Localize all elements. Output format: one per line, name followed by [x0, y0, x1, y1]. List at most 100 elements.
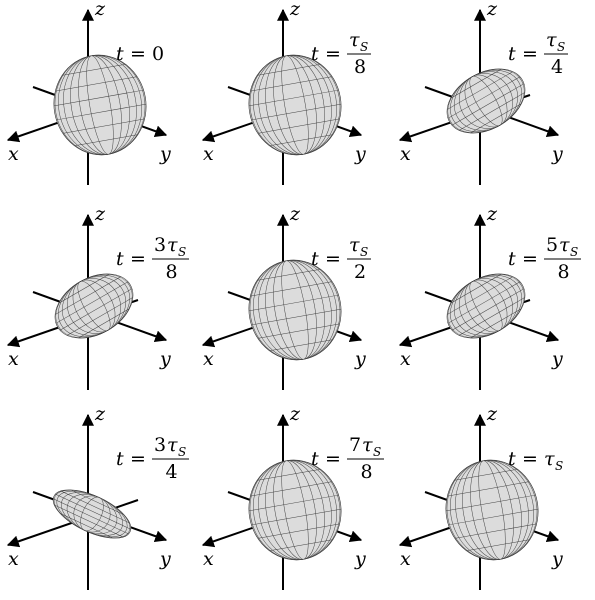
t-symbol: t: [116, 248, 124, 270]
denominator: 4: [166, 461, 178, 483]
t-symbol: t: [311, 448, 319, 470]
tau-symbol: τ: [546, 29, 557, 51]
t-symbol: t: [508, 248, 516, 270]
denominator: 2: [354, 261, 366, 283]
x-label: x: [8, 548, 19, 570]
surface-lobed: [54, 273, 134, 339]
equals-sign: =: [522, 248, 538, 270]
z-label: z: [289, 403, 301, 425]
equals-sign: =: [522, 448, 538, 470]
tau-subscript: S: [557, 40, 565, 54]
x-label: x: [8, 348, 19, 370]
t-symbol: t: [508, 43, 516, 65]
z-label: z: [486, 403, 498, 425]
y-label: y: [551, 548, 563, 570]
x-label: x: [400, 548, 411, 570]
z-label: z: [94, 403, 106, 425]
y-label: y: [354, 143, 366, 165]
tau-subscript: S: [178, 245, 186, 259]
equals-sign: =: [325, 43, 341, 65]
y-label: y: [159, 548, 171, 570]
z-label: z: [94, 203, 106, 225]
y-label: y: [159, 143, 171, 165]
numerator-coefficient: 3: [154, 434, 166, 456]
denominator: 8: [166, 261, 178, 283]
y-label: y: [159, 348, 171, 370]
t-symbol: t: [508, 448, 516, 470]
tau-symbol: τ: [349, 29, 360, 51]
surface-round: [53, 54, 147, 156]
tau-symbol: τ: [362, 434, 373, 456]
z-label: z: [289, 0, 301, 20]
time-value: 0: [152, 43, 164, 65]
x-label: x: [203, 348, 214, 370]
x-label: x: [203, 143, 214, 165]
x-label: x: [203, 548, 214, 570]
numerator-coefficient: 7: [349, 434, 361, 456]
z-label: z: [486, 0, 498, 20]
panel-1: z x y t = 0: [6, 0, 171, 185]
equals-sign: =: [130, 448, 146, 470]
z-label: z: [94, 0, 106, 20]
tau-symbol: τ: [167, 434, 178, 456]
surface-flat: [52, 489, 132, 539]
equals-sign: =: [522, 43, 538, 65]
t-symbol: t: [116, 43, 124, 65]
time-label: t = 0: [116, 43, 164, 65]
denominator: 8: [354, 56, 366, 78]
tau-symbol: τ: [167, 234, 178, 256]
tau-subscript: S: [178, 445, 186, 459]
denominator: 4: [551, 56, 563, 78]
tau-symbol: τ: [559, 234, 570, 256]
equals-sign: =: [325, 248, 341, 270]
tau-subscript: S: [360, 245, 368, 259]
x-label: x: [400, 143, 411, 165]
y-label: y: [551, 348, 563, 370]
y-label: y: [354, 348, 366, 370]
tau-subscript: S: [555, 459, 563, 473]
tau-subscript: S: [360, 40, 368, 54]
y-label: y: [354, 548, 366, 570]
t-symbol: t: [311, 43, 319, 65]
tau-subscript: S: [373, 445, 381, 459]
tau-symbol: τ: [349, 234, 360, 256]
numerator-coefficient: 5: [546, 234, 558, 256]
surface-lobed: [446, 68, 526, 134]
surface-round: [445, 459, 539, 561]
denominator: 8: [558, 261, 570, 283]
denominator: 8: [361, 461, 373, 483]
z-label: z: [486, 203, 498, 225]
equals-sign: =: [325, 448, 341, 470]
equals-sign: =: [130, 248, 146, 270]
surface-round: [248, 259, 342, 361]
numerator-coefficient: 3: [154, 234, 166, 256]
z-label: z: [289, 203, 301, 225]
t-symbol: t: [311, 248, 319, 270]
x-label: x: [400, 348, 411, 370]
y-label: y: [551, 143, 563, 165]
tau-symbol: τ: [544, 448, 555, 470]
surface-round: [248, 459, 342, 561]
x-label: x: [8, 143, 19, 165]
tau-subscript: S: [570, 245, 578, 259]
equals-sign: =: [130, 43, 146, 65]
t-symbol: t: [116, 448, 124, 470]
surface-lobed: [446, 273, 526, 339]
